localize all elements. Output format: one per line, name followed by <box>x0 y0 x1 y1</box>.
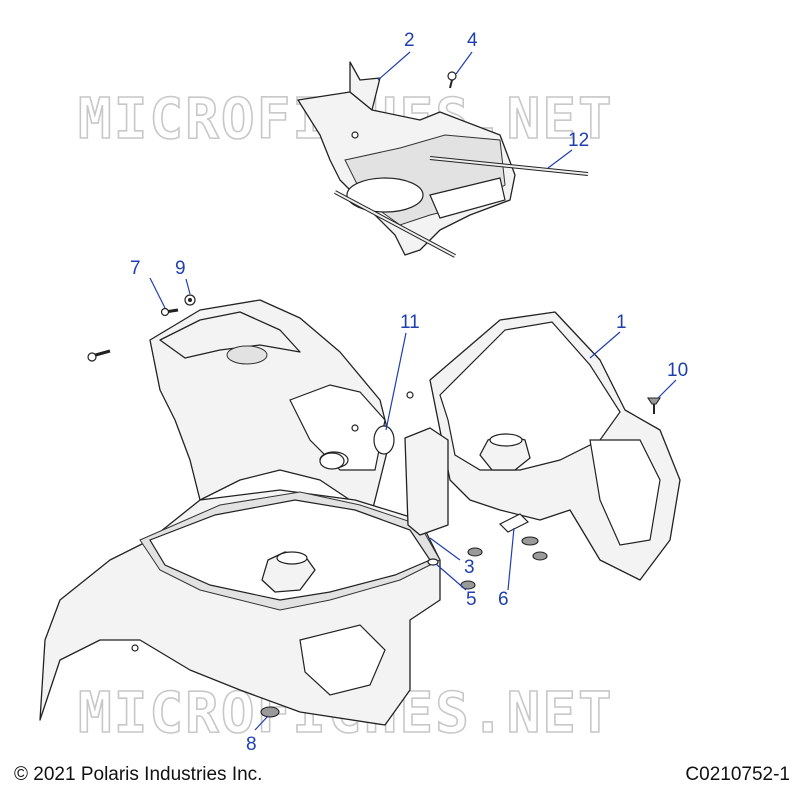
callout-7: 7 <box>130 258 141 279</box>
plug-8 <box>260 706 280 718</box>
clamp-ring <box>373 425 395 455</box>
rack-rod <box>334 156 589 258</box>
clamp-ring-left <box>319 452 345 470</box>
copyright-text: © 2021 Polaris Industries Inc. <box>14 764 263 785</box>
callout-10: 10 <box>667 360 688 381</box>
callout-11: 11 <box>400 312 420 333</box>
callout-6: 6 <box>498 589 509 610</box>
plate-6 <box>498 513 530 533</box>
callout-leaders <box>149 51 677 731</box>
bolt-left <box>87 349 111 362</box>
plug <box>467 547 483 557</box>
screw-head <box>351 424 359 432</box>
callout-4: 4 <box>467 30 478 51</box>
nut-9 <box>184 294 196 306</box>
screw-head <box>131 644 139 652</box>
callout-8: 8 <box>246 734 257 755</box>
callout-2: 2 <box>404 30 415 51</box>
callout-3: 3 <box>464 557 475 578</box>
plug <box>521 536 539 546</box>
plug <box>532 551 548 561</box>
callout-9: 9 <box>175 258 186 279</box>
cab-assembly <box>39 299 681 726</box>
screw-4 <box>447 71 457 89</box>
bolt-7 <box>160 307 179 317</box>
callout-12: 12 <box>568 130 589 151</box>
screw-head <box>351 131 359 139</box>
screw-head <box>406 391 414 399</box>
drawing-id: C0210752-1 <box>685 764 790 785</box>
callout-1: 1 <box>616 312 627 333</box>
grommet-5 <box>427 558 439 566</box>
push-rivet-10 <box>646 397 662 414</box>
callout-5: 5 <box>466 589 477 610</box>
